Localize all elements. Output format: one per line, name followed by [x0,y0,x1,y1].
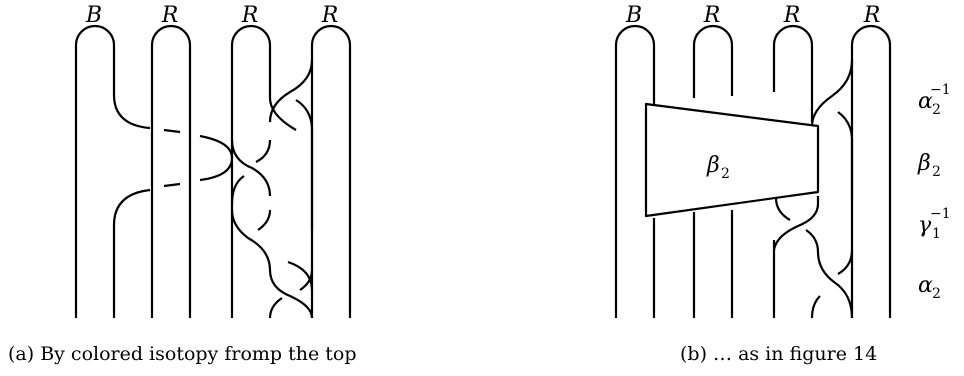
panel-b-cross-top-under [837,111,854,200]
panel-a-twist-3b [257,209,314,291]
panel-b-cap-b [614,24,656,318]
panel-b-cross-gamma-b [772,196,820,251]
panel-a-twist-4 [268,269,314,319]
side-label-gamma-inv-symbol: γ [918,213,932,238]
panel-b-box-label: β 2 [706,153,730,182]
panel-a-label-r3: R [321,3,339,28]
side-label-alpha-inv-sup: −1 [930,82,951,98]
side-label-alpha-symbol: α [918,273,933,298]
panel-a-cap-b-lower [112,188,151,318]
panel-a-caption: (a) By colored isotopy fromp the top [8,343,357,365]
panel-a-label-r1: R [161,3,179,28]
panel-a-cap-r1 [150,24,192,318]
side-label-beta-symbol: β [917,151,931,176]
panel-b-side-labels: α 2 −1 β 2 γ 1 −1 α 2 [917,82,951,302]
panel-b-cross-alpha [810,249,854,319]
panel-a-label-b: B [85,3,102,28]
panel-a-twist-1 [268,59,314,123]
panel-a-twist-2 [230,139,272,197]
panel-b-cross-top [810,59,854,127]
panel-a-cap-r2 [230,24,297,318]
panel-b-cap-r1 [692,24,734,98]
panel-b-r1-lower [692,210,734,318]
side-label-gamma-inv-sup: −1 [930,206,951,222]
panel-b: B R R R [614,3,892,319]
panel-a-twist-3 [230,209,314,319]
side-label-alpha-inv-symbol: α [918,89,933,114]
panel-b-label-r1: R [703,3,721,28]
panel-b-cap-r3 [850,24,892,318]
panel-b-beta-box [644,102,820,218]
panel-b-label-r2: R [783,3,801,28]
panel-a: B R R R (a) By colored isotopy fromp the… [8,3,357,365]
panel-a-loop [163,128,234,188]
beta-subscript: 2 [721,166,730,182]
side-label-alpha-sub: 2 [932,286,941,302]
panel-a-cap-r3 [310,24,352,318]
panel-a-cap-b [74,24,151,318]
panel-a-label-r2: R [241,3,259,28]
panel-a-twist-1b [295,99,314,230]
beta-symbol: β [706,153,720,178]
panel-b-cross-gamma [774,197,854,319]
panel-b-caption: (b) … as in figure 14 [680,343,877,365]
panel-a-twist-2b [230,139,272,205]
side-label-gamma-inv-sub: 1 [932,226,941,242]
side-label-alpha-inv-sub: 2 [932,102,941,118]
panel-b-cap-r2 [772,24,814,318]
side-label-beta-sub: 2 [932,164,941,180]
panel-b-label-b: B [625,3,642,28]
panel-b-label-r3: R [863,3,881,28]
